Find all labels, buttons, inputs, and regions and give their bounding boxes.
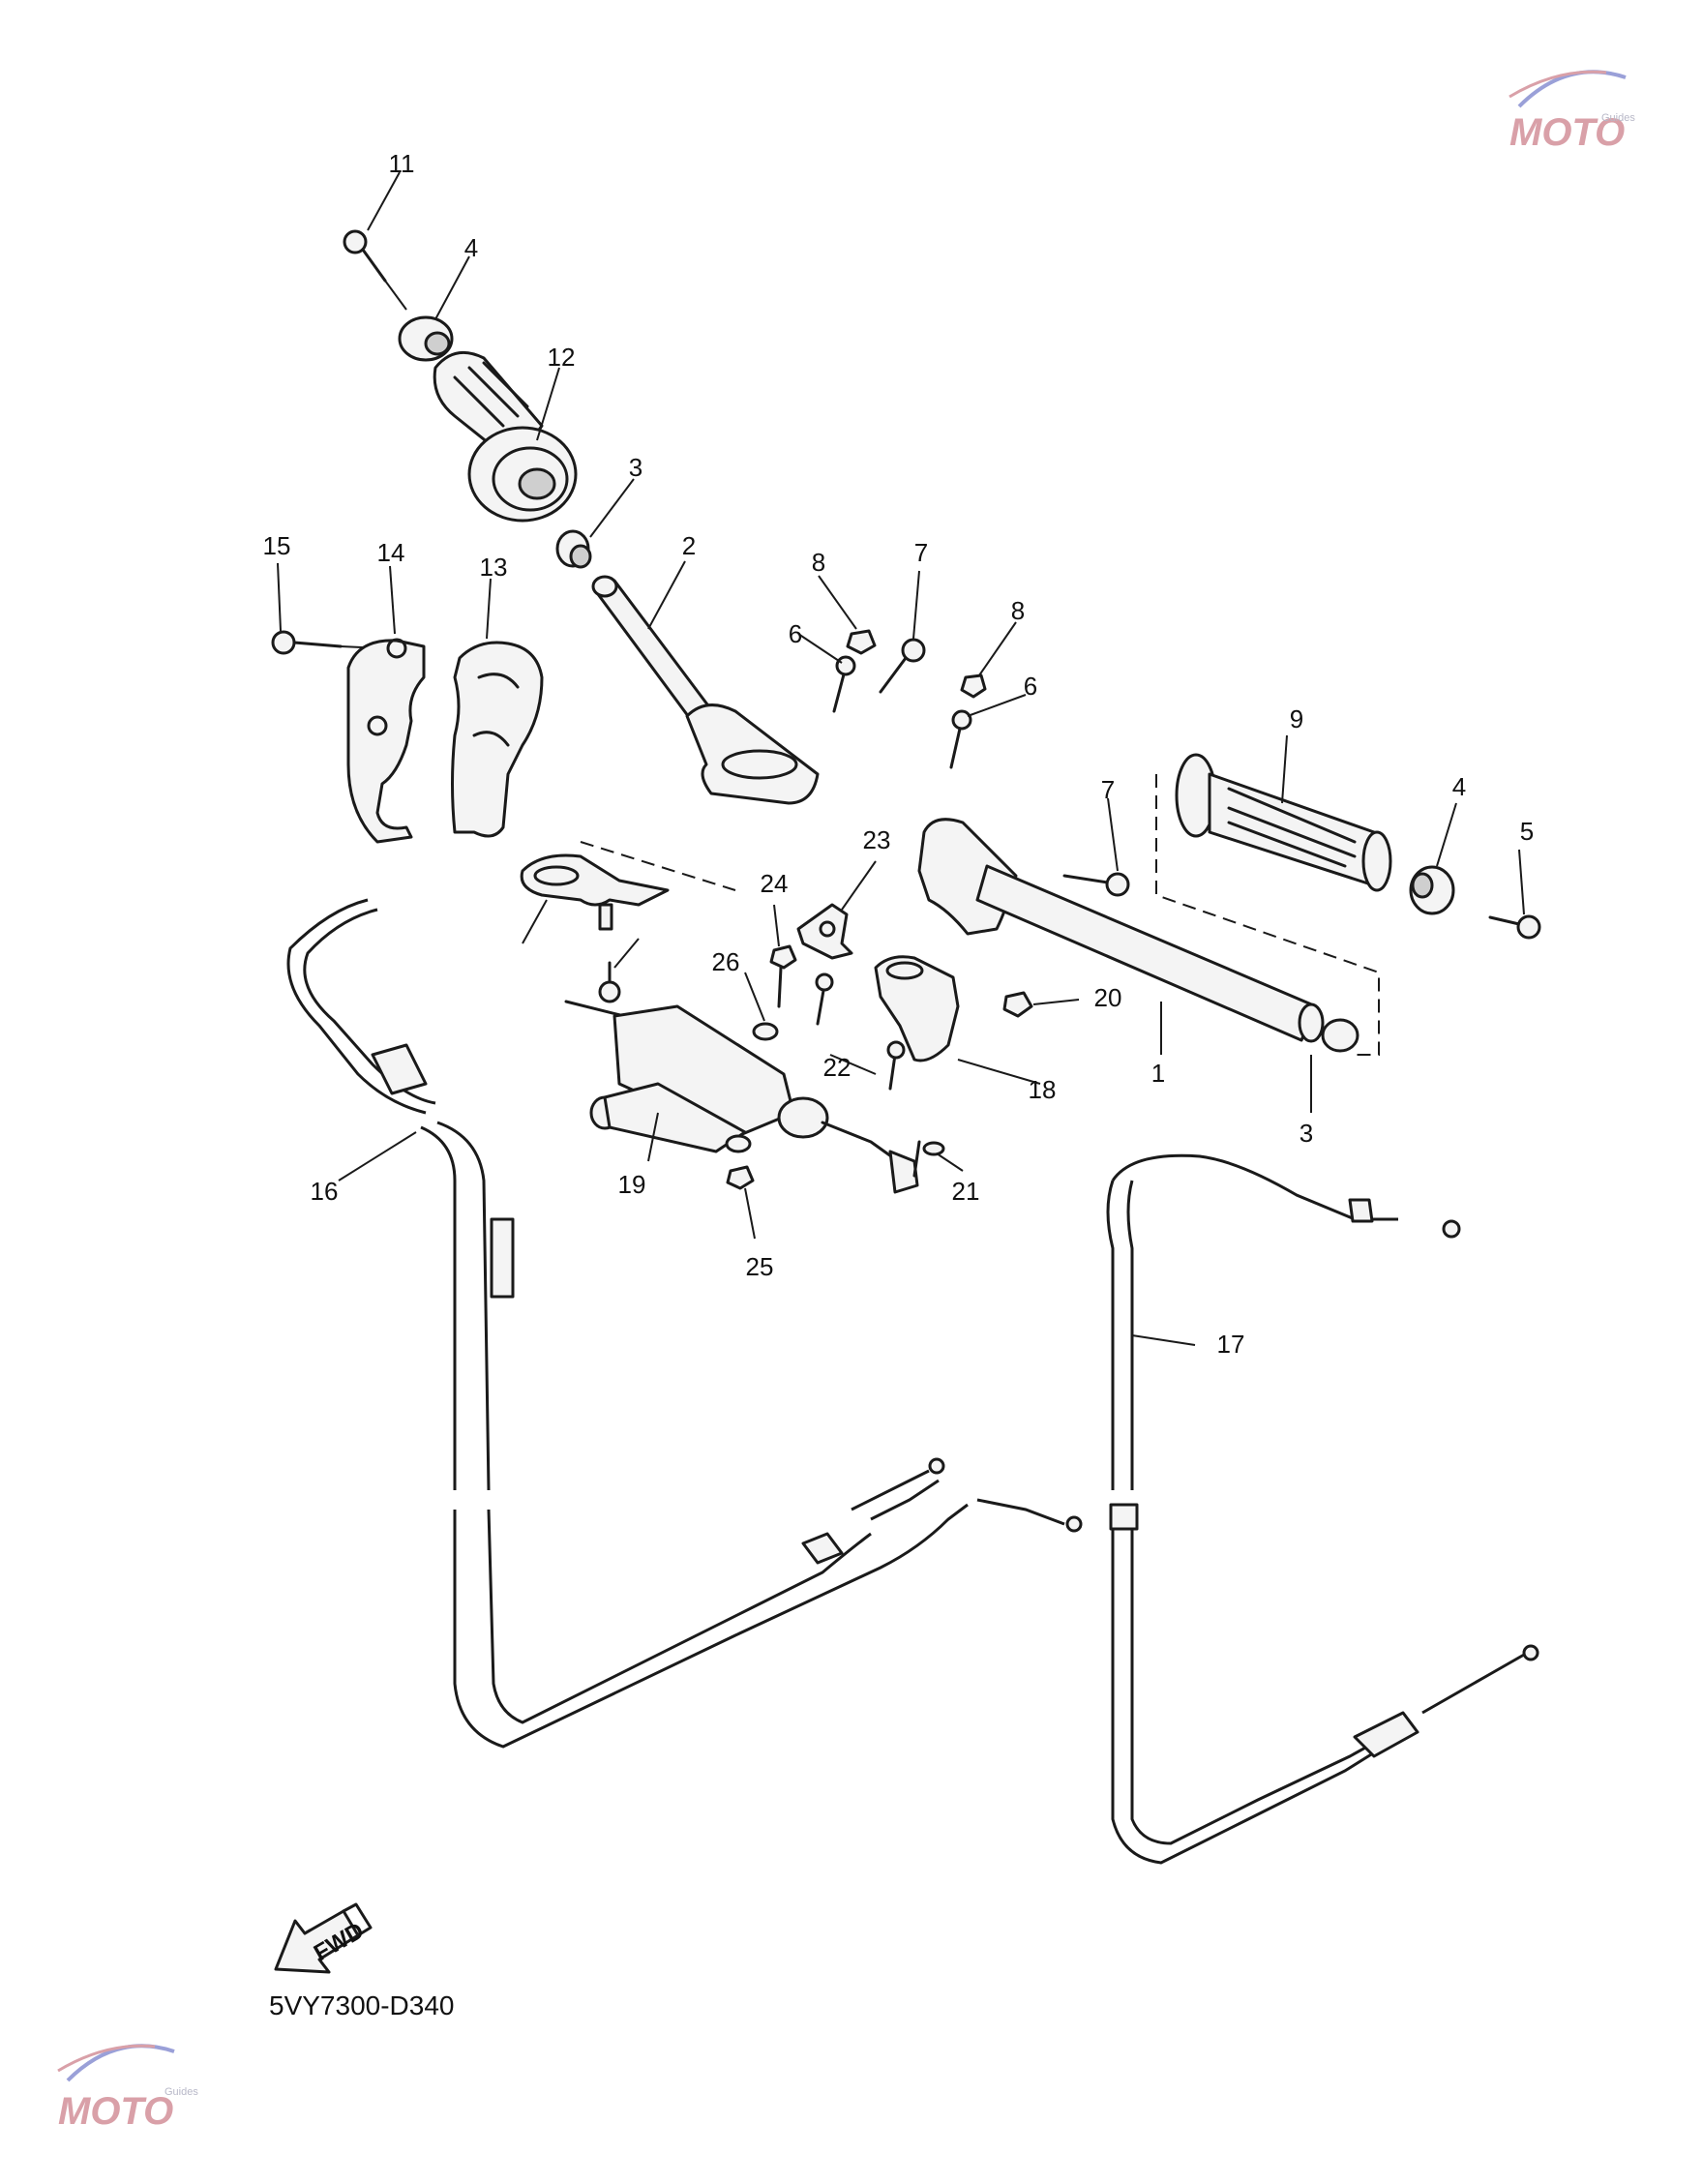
callout-19: 21	[952, 1177, 980, 1206]
part-22-bolt	[769, 944, 797, 1008]
part-2-handlebar-left	[591, 575, 820, 805]
callout-15: 17	[1217, 1330, 1245, 1359]
part-4-bar-end-weight-right	[1409, 865, 1455, 915]
watermark-logo-sub: Guides	[1601, 112, 1635, 124]
watermark-logo-text-bottom: MOTO	[58, 2090, 173, 2133]
callout-6-upper: 6	[789, 619, 802, 648]
part-17-steering-damper	[564, 1000, 921, 1194]
callout-8-right: 8	[1011, 596, 1025, 625]
part-19-washer	[922, 1141, 945, 1156]
callout-8-upper: 8	[812, 548, 825, 577]
callout-5-right: 5	[1520, 817, 1534, 846]
part-3-bar-end-plug-right	[1321, 1018, 1359, 1053]
callout-7-right: 7	[1101, 775, 1115, 804]
part-3-bar-end-plug-left	[555, 529, 592, 569]
part-14-throttle-cables	[286, 898, 1083, 1749]
callout-4-right: 4	[1452, 772, 1466, 801]
part-9-grip-right	[1175, 753, 1392, 892]
callout-20: 22	[823, 1053, 852, 1082]
callout-16: 18	[1029, 1075, 1057, 1104]
callout-2: 2	[682, 531, 696, 560]
callout-3-right: 3	[1300, 1119, 1313, 1148]
callout-3-left: 3	[629, 453, 642, 482]
diagram-code: 5VY7300-D340	[269, 1990, 454, 2020]
part-11-cover	[451, 641, 544, 838]
part-21-bracket	[796, 903, 853, 960]
alignment-dashes-left	[580, 841, 736, 891]
part-18-nut	[1002, 991, 1033, 1018]
callout-6-right: 6	[1024, 672, 1037, 701]
watermark-logo-text: MOTO	[1509, 111, 1625, 154]
watermark-logo-sub-bottom: Guides	[164, 2086, 198, 2098]
part-20-bolts	[815, 972, 906, 1091]
part-6-bolt-right	[949, 709, 972, 769]
part-8-nut-upper	[846, 629, 877, 655]
part-23-nut	[726, 1165, 755, 1190]
callout-10: 12	[548, 343, 576, 372]
part-10-throttle-grip	[433, 350, 578, 523]
part-7-bolt-upper	[879, 638, 926, 694]
part-1-handlebar-right	[917, 818, 1325, 1043]
part-26-bolt	[598, 961, 621, 1003]
callout-17: 19	[618, 1170, 646, 1199]
callout-14: 16	[311, 1177, 339, 1206]
callout-7-upper: 7	[914, 538, 928, 567]
part-5-bolt-right	[1488, 914, 1541, 940]
callout-18: 20	[1094, 983, 1122, 1012]
callout-9: 9	[1290, 704, 1303, 733]
watermark-bottom-left: MOTO Guides	[57, 2044, 198, 2133]
callout-12: 14	[377, 538, 405, 567]
watermark-top-right: MOTO Guides	[1509, 70, 1635, 154]
part-5-bolt-left	[343, 229, 407, 311]
callout-4-left: 4	[464, 233, 478, 262]
part-15-clutch-cable	[1106, 1153, 1539, 1865]
callout-23: 25	[746, 1252, 774, 1281]
part-6-bolt-upper	[832, 655, 856, 713]
callout-21: 23	[863, 825, 891, 854]
fwd-direction-arrow: FWD	[274, 1902, 373, 1974]
callout-22: 24	[761, 869, 789, 898]
callout-1: 1	[1151, 1059, 1165, 1088]
alignment-dashes-right	[1155, 774, 1380, 1056]
part-25-clamp	[520, 853, 670, 931]
callout-11: 13	[480, 553, 508, 582]
part-12-cover	[346, 638, 426, 844]
part-16-bracket	[874, 955, 960, 1062]
part-7-bolt-right	[1062, 872, 1130, 897]
part-4-bar-end-weight-left	[398, 315, 454, 362]
leader-lines	[277, 171, 1525, 1346]
part-8-nut-right	[960, 673, 987, 699]
callout-labels: 11 4 12 3 2 15 14 13 8 7 6 8 6 9 4 5 7 2…	[263, 149, 1535, 1359]
part-24-washer	[752, 1022, 779, 1041]
callout-24: 26	[712, 947, 740, 976]
callout-13: 15	[263, 531, 291, 560]
callout-5-left: 11	[389, 149, 415, 178]
